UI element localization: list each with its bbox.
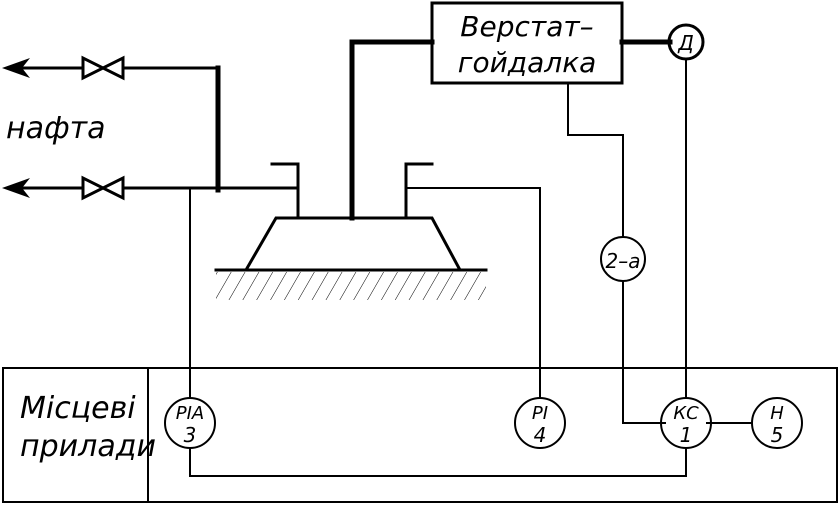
h-instrument: Н 5 — [751, 397, 803, 449]
pump-unit-label-line2: гойдалка — [458, 46, 597, 79]
pump-unit-label-line1: Верстат– — [460, 10, 593, 43]
h-label: Н — [770, 403, 784, 424]
kc-number: 1 — [680, 423, 693, 447]
signal-lines — [189, 58, 753, 477]
pia-label: PIA — [176, 403, 204, 424]
oil-pipeline-lower — [2, 178, 300, 198]
ground — [214, 268, 488, 300]
kc-instrument: КС 1 — [660, 397, 712, 449]
sensor-instrument: 2–а — [600, 236, 646, 282]
pi-label: PI — [532, 403, 548, 424]
pump-unit-box: Верстат– гойдалка — [430, 1, 624, 85]
local-instruments-panel: Місцеві прилади — [2, 367, 838, 503]
pia-number: 3 — [184, 423, 197, 447]
local-instruments-label-line1: Місцеві — [20, 391, 136, 426]
kc-label: КС — [673, 403, 699, 424]
oil-pipeline-upper — [2, 58, 220, 78]
valve-lower — [81, 175, 125, 201]
pi-instrument: PI 4 — [514, 397, 566, 449]
oil-label: нафта — [6, 111, 106, 146]
pia-instrument: PIA 3 — [164, 397, 216, 449]
motor-label: Д — [677, 31, 694, 55]
valve-upper — [81, 55, 125, 81]
h-number: 5 — [771, 423, 784, 447]
arrow-left-icon — [2, 178, 30, 198]
motor-instrument: Д — [667, 23, 705, 61]
pi-number: 4 — [534, 423, 547, 447]
local-instruments-label-line2: прилади — [20, 429, 156, 464]
arrow-left-icon — [2, 58, 30, 78]
sensor-label: 2–а — [606, 249, 641, 273]
